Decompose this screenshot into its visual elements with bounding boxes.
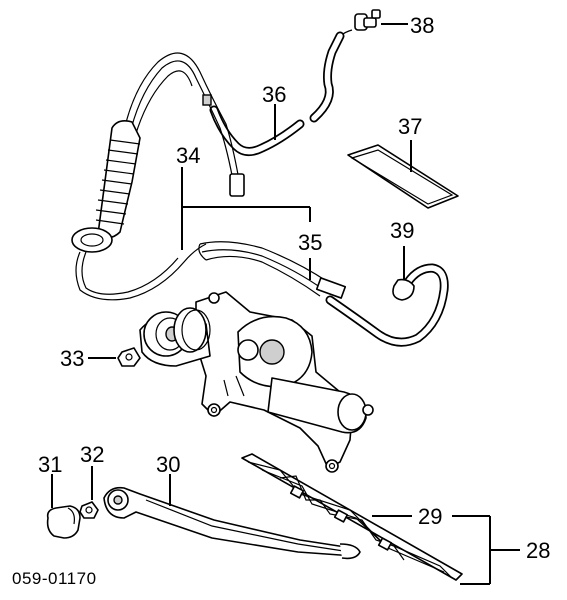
callout-35: 35 [298, 230, 322, 255]
part-31-cap [46, 505, 81, 539]
callout-33: 33 [60, 346, 84, 371]
part-29-wiper-blade [241, 453, 463, 581]
part-35-harness-cover [198, 241, 347, 299]
part-34-bracket-lines [181, 167, 311, 250]
part-33-nut [117, 347, 141, 367]
diagram-reference-code: 059-01170 [12, 569, 97, 588]
part-36-washer-hose [209, 31, 345, 156]
callout-29: 29 [418, 504, 442, 529]
callout-32: 32 [80, 442, 104, 467]
part-30-wiper-arm [103, 486, 361, 560]
wiper-motor-assembly [139, 291, 374, 473]
part-39-nozzle-hose [325, 263, 449, 347]
callout-31: 31 [38, 452, 62, 477]
callout-28: 28 [526, 538, 550, 563]
part-32-nut [79, 501, 99, 519]
callout-39: 39 [390, 218, 414, 243]
wiring-harness [71, 52, 245, 301]
bracket-28 [460, 516, 520, 585]
callout-30: 30 [156, 452, 180, 477]
callout-36: 36 [262, 82, 286, 107]
callout-34: 34 [176, 143, 200, 168]
part-37-adhesive-pad [347, 144, 459, 209]
callout-37: 37 [398, 114, 422, 139]
callout-38: 38 [410, 13, 434, 38]
